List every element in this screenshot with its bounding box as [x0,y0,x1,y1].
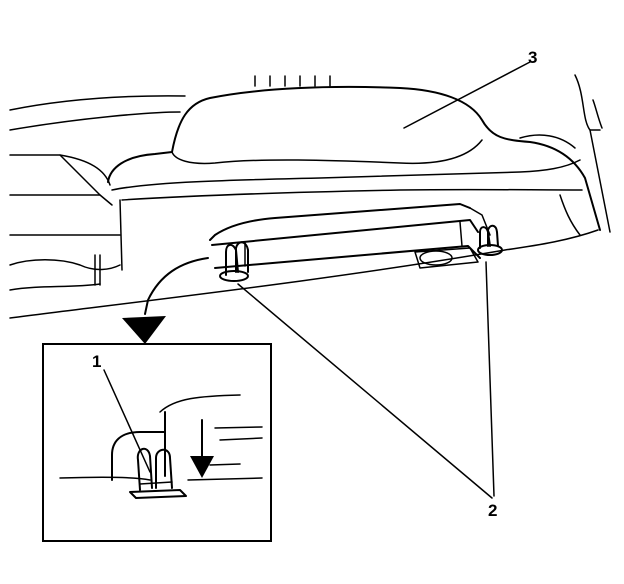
down-arrow-icon [190,456,214,478]
leader-lines-2 [237,261,495,499]
callout-1: 1 [92,352,101,371]
left-clip [219,241,249,282]
seat-cushion [107,74,611,236]
callout-3: 3 [528,48,537,67]
right-clip [477,224,503,256]
detail-inset [42,343,272,542]
detail-pointer-arrow [122,257,209,344]
curved-arrow-head [122,316,166,344]
callout-2: 2 [488,501,497,520]
leader-line-3 [403,61,531,129]
floor-outline [9,95,599,319]
seat-frame [209,203,491,269]
